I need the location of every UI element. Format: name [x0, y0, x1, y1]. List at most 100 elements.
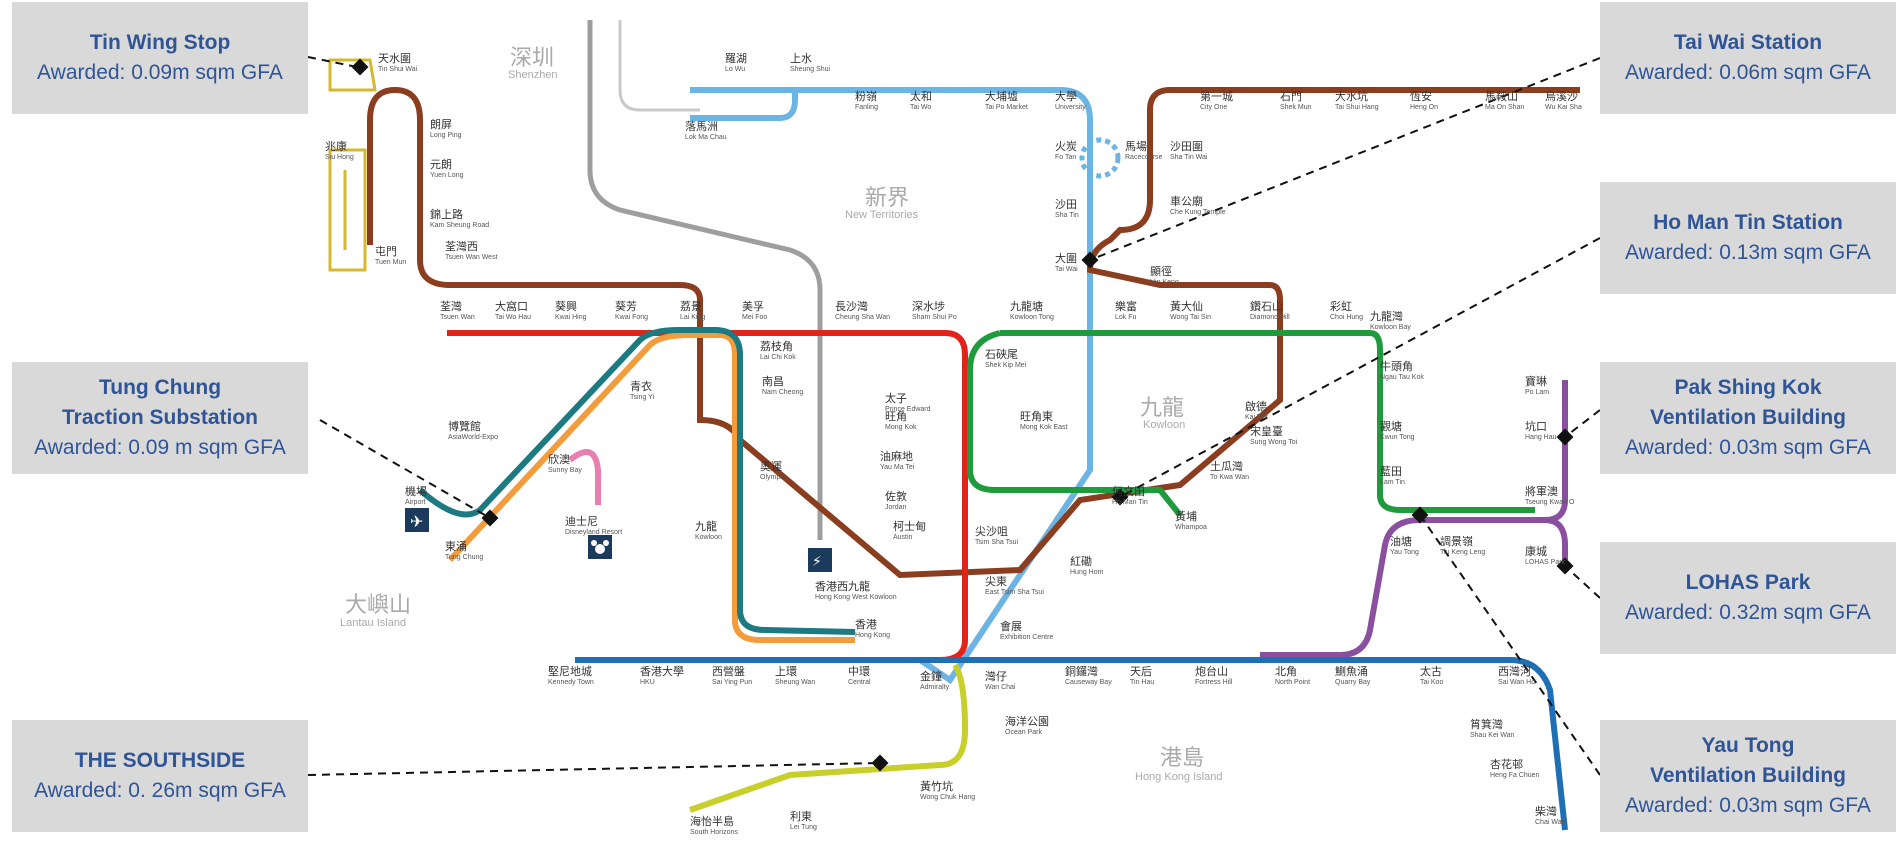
station-name-en: Tai Wai	[1055, 266, 1078, 273]
station-name-cn: 恆安	[1410, 89, 1432, 103]
station-name-en: Tiu Keng Leng	[1440, 549, 1485, 556]
station-name-cn: 葵興	[555, 300, 577, 313]
station-name-cn: 何文田	[1112, 484, 1145, 498]
station-name-en: Lai King	[680, 314, 705, 321]
station-name-cn: 大學	[1055, 89, 1077, 103]
station-name-en: Tsuen Wan West	[445, 254, 498, 261]
station-name-cn: 太古	[1420, 665, 1442, 678]
station-name-cn: 兆康	[325, 139, 347, 153]
station-name-en: Admiralty	[920, 684, 950, 691]
station-name-en: Prince Edward	[885, 406, 931, 413]
station-name-cn: 堅尼地城	[548, 665, 592, 678]
station-name-en: Causeway Bay	[1065, 679, 1112, 686]
station-name-cn: 將軍澳	[1525, 484, 1558, 498]
station-name-cn: 香港大學	[640, 664, 684, 678]
station-name-cn: 欣澳	[548, 452, 570, 466]
station-name-en: Ocean Park	[1005, 729, 1042, 736]
station-name-cn: 馬場	[1125, 140, 1147, 153]
station-name-en: Yuen Long	[430, 172, 464, 179]
station-name-en: Choi Hung	[1330, 314, 1363, 321]
station-name-cn: 黃竹坑	[920, 779, 953, 793]
station-name-en: Tai Koo	[1420, 679, 1443, 686]
callout-tai-wai-station: Tai Wai Station Awarded: 0.06m sqm GFA	[1600, 2, 1896, 114]
station-name-en: Tin Shui Wai	[378, 66, 418, 73]
station-name-en: Ma On Shan	[1485, 104, 1524, 111]
station-name-en: Tung Chung	[445, 554, 483, 561]
station-name-cn: 大圍	[1055, 251, 1077, 265]
station-name-en: Disneyland Resort	[565, 529, 622, 536]
callout-yau-tong-ventilation-building: Yau Tong Ventilation Building Awarded: 0…	[1600, 720, 1896, 832]
station-name-en: Tai Shui Hang	[1335, 104, 1379, 111]
station-name-en: Tai Po Market	[985, 104, 1028, 111]
station-name-en: Sunny Bay	[548, 467, 582, 474]
station-name-en: Yau Tong	[1390, 549, 1419, 556]
station-name-en: Sai Ying Pun	[712, 679, 752, 686]
station-name-cn: 南昌	[762, 375, 784, 388]
station-name-cn: 青衣	[630, 379, 652, 393]
station-name-cn: 調景嶺	[1440, 534, 1473, 548]
station-name-en: Kwun Tong	[1380, 434, 1415, 441]
racecourse-loop	[1079, 137, 1121, 179]
station-name-en: Sung Wong Toi	[1250, 439, 1298, 446]
callout-title: Ho Man Tin Station	[1653, 211, 1843, 234]
station-name-cn: 油塘	[1390, 534, 1412, 548]
station-name-en: Kowloon Bay	[1370, 324, 1411, 331]
station-name-cn: 油麻地	[880, 449, 913, 463]
station-name-en: Siu Hong	[325, 154, 354, 161]
callout-title: LOHAS Park	[1685, 571, 1811, 594]
station-name-en: Sheung Shui	[790, 66, 831, 73]
pointer-lines	[307, 56, 1601, 776]
station-name-en: Ho Man Tin	[1112, 499, 1148, 506]
airport-express-line	[418, 327, 856, 635]
station-name-cn: 荃灣西	[445, 239, 478, 253]
callout-award: Awarded: 0.09m sqm GFA	[37, 61, 283, 84]
region-shenzhen-en: Shenzhen	[508, 69, 558, 81]
station-name-cn: 中環	[848, 665, 870, 678]
station-name-cn: 粉嶺	[855, 90, 877, 103]
region-hk-island-en: Hong Kong Island	[1135, 771, 1222, 783]
station-name-cn: 馬鞍山	[1485, 89, 1518, 103]
station-name-en: University	[1055, 104, 1086, 111]
station-name-en: Tuen Mun	[375, 259, 406, 266]
station-name-cn: 荃灣	[440, 299, 462, 313]
station-name-cn: 鰂魚涌	[1335, 664, 1368, 678]
station-name-cn: 沙田	[1055, 198, 1077, 211]
station-name-cn: 火炭	[1055, 140, 1077, 153]
station-name-cn: 機場	[405, 484, 427, 498]
callout-title-line2: Ventilation Building	[1650, 406, 1846, 429]
station-name-en: Tin Hau	[1130, 679, 1154, 686]
callout-award: Awarded: 0.03m sqm GFA	[1625, 794, 1871, 817]
station-name-cn: 黃大仙	[1170, 299, 1203, 313]
